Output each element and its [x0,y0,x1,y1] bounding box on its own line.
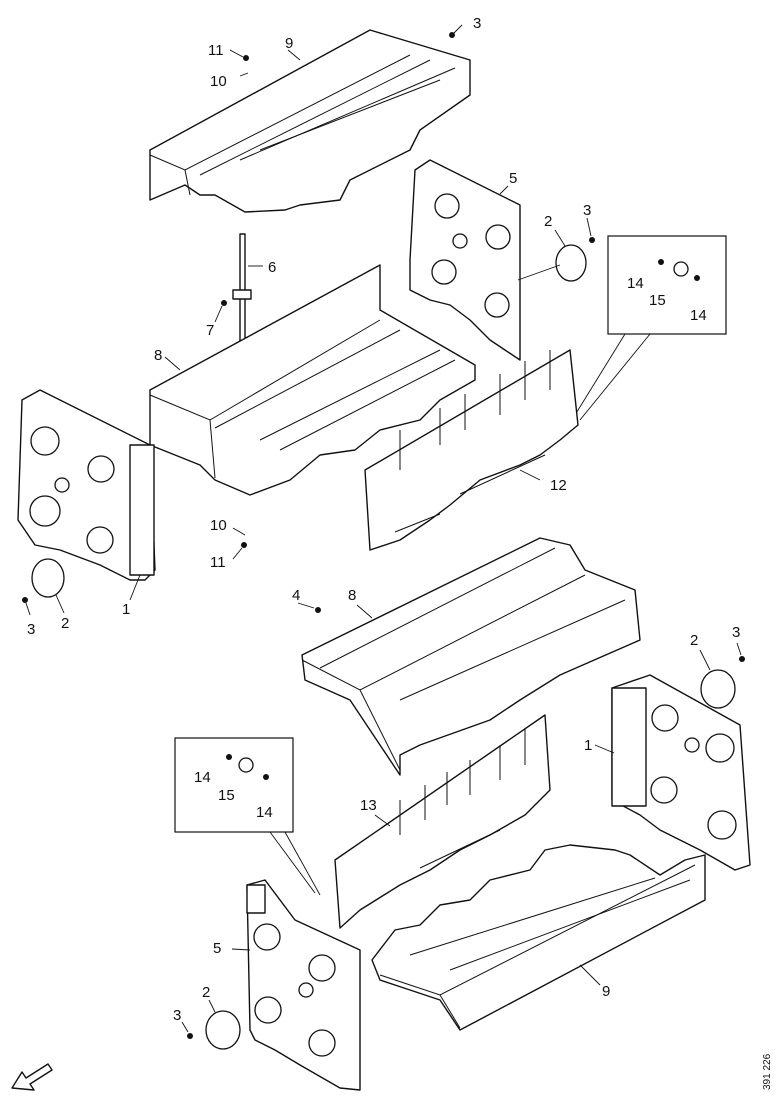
part-9-lower-cover [371,844,706,1031]
callout-9-lower: 9 [602,983,610,1000]
detail-box-upper [574,235,727,421]
part-12-bracket-plate [364,349,579,551]
part-8-lower-cover [301,537,641,776]
callout-2-upper: 2 [544,213,552,230]
callout-12: 12 [550,477,567,494]
callout-2-lower: 2 [202,984,210,1001]
callout-14-box-a: 14 [627,275,644,292]
callout-8-lower: 8 [348,587,356,604]
part-8-middle-cover [149,264,476,496]
callout-14-box-b: 14 [690,307,707,324]
part-6-rod [221,233,252,345]
bolt-11-upper [243,55,249,61]
callout-8-upper: 8 [154,347,162,364]
bolt-4 [315,607,321,613]
callout-10-middle: 10 [210,517,227,534]
callout-6: 6 [268,259,276,276]
callout-14-box-c: 14 [194,769,211,786]
part-5-lower-plate [187,879,361,1091]
callout-2-right: 2 [690,632,698,649]
callout-15-box-b: 15 [218,787,235,804]
callout-15-box-a: 15 [649,292,666,309]
part-5-upper-plate [409,159,521,361]
callout-4: 4 [292,587,300,604]
part-13-bracket-plate [334,714,551,929]
callout-11-upper: 11 [208,42,224,59]
callout-9-upper: 9 [285,35,293,52]
callout-5-upper: 5 [509,170,517,187]
callout-14-box-d: 14 [256,804,273,821]
callout-13: 13 [360,797,377,814]
reference-number: 391 226 [762,1053,773,1090]
callout-11-middle: 11 [210,554,226,571]
callout-labels: 11 9 3 10 5 2 3 6 14 15 14 7 8 12 10 11 … [27,15,740,1024]
callout-3-lower: 3 [173,1007,181,1024]
callout-3-right: 3 [732,624,740,641]
bolt-11-middle [241,542,247,548]
callout-2-left: 2 [61,615,69,632]
callout-3-left: 3 [27,621,35,638]
callout-7: 7 [206,322,214,339]
callout-3-upper: 3 [473,15,481,32]
part-1-right-plate [611,656,751,871]
callout-1-left: 1 [122,601,130,618]
callout-3-upper-right: 3 [583,202,591,219]
callout-10-upper: 10 [210,73,227,90]
callout-1-right: 1 [584,737,592,754]
front-direction-arrow-icon [11,1063,53,1091]
callout-5-lower: 5 [213,940,221,957]
bolt-3-upper [449,32,455,38]
leader-lines [25,24,742,1033]
part-2-cap-upper-right [517,237,595,282]
bolt-3-left [22,597,28,603]
part-9-top-cover [149,29,471,213]
part-1-left-plate [17,389,156,598]
detail-box-lower [174,737,321,896]
